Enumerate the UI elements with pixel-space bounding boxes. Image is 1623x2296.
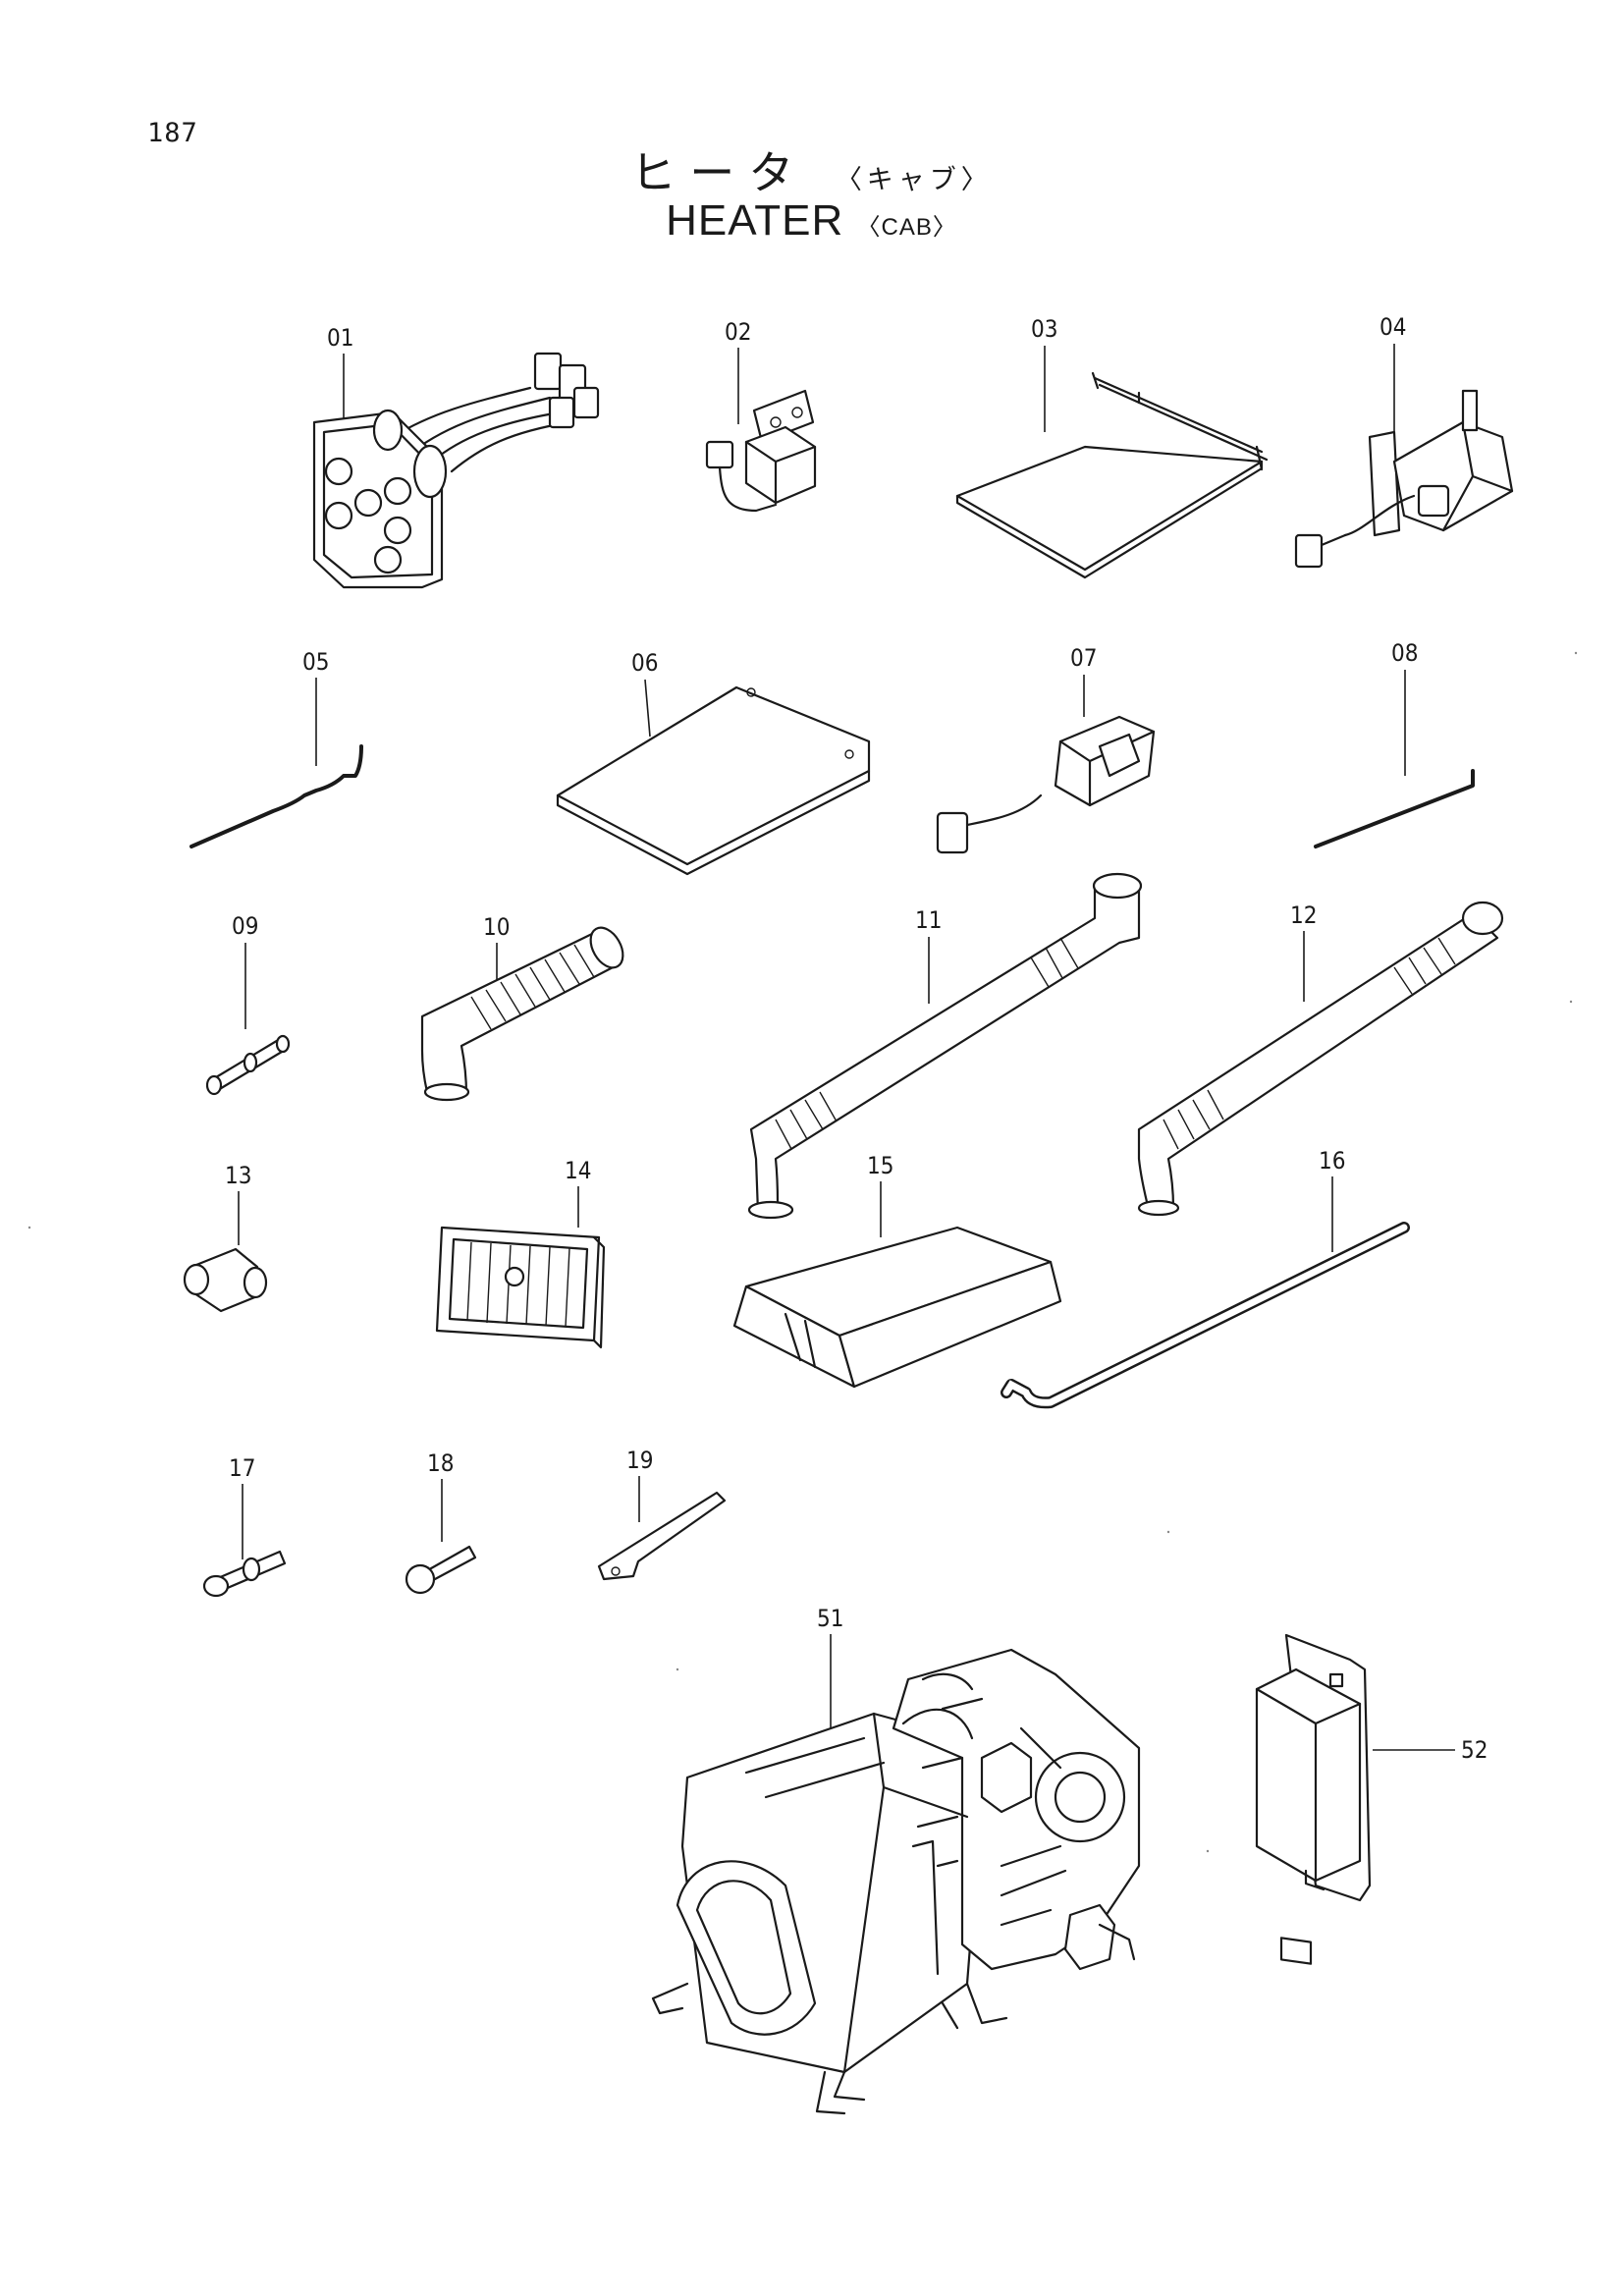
part-09-fitting <box>205 1034 291 1096</box>
callout-19: 19 <box>626 1447 653 1474</box>
scan-artifacts <box>27 651 1578 1853</box>
callout-15: 15 <box>867 1152 893 1179</box>
part-12-duct <box>1137 901 1504 1217</box>
part-07-sensor <box>936 715 1156 854</box>
part-03-filter-panel <box>955 371 1269 579</box>
part-52-control-box <box>1255 1633 1372 1965</box>
part-02-relay <box>705 389 817 513</box>
part-08-rod <box>1314 769 1475 848</box>
callout-04: 04 <box>1380 313 1406 341</box>
callout-08: 08 <box>1391 639 1418 667</box>
callout-11: 11 <box>915 906 942 934</box>
callout-18: 18 <box>427 1449 454 1477</box>
part-05-bent-rod <box>189 744 363 848</box>
title-english: HEATER 〈CAB〉 <box>0 196 1623 246</box>
part-06-filter-plate <box>556 685 871 876</box>
part-10-duct <box>420 926 624 1102</box>
part-16-pipe-inner <box>1002 1224 1408 1406</box>
title-english-main: HEATER <box>666 196 844 245</box>
callout-12: 12 <box>1290 902 1317 929</box>
callout-05: 05 <box>302 648 329 676</box>
part-19-bracket <box>597 1491 727 1581</box>
callout-14: 14 <box>565 1157 591 1184</box>
title-japanese-main: ヒータ <box>630 146 808 199</box>
callout-16: 16 <box>1319 1147 1345 1175</box>
callout-09: 09 <box>232 912 258 940</box>
title-japanese: ヒータ 〈キャブ〉 <box>0 137 1623 202</box>
part-13-elbow <box>183 1247 268 1313</box>
callout-17: 17 <box>229 1454 255 1482</box>
callout-52: 52 <box>1461 1736 1488 1764</box>
part-51-heater-unit <box>651 1648 1141 2115</box>
part-17-fitting <box>202 1550 287 1598</box>
title-english-sub: 〈CAB〉 <box>856 214 957 241</box>
part-14-louver <box>435 1226 606 1349</box>
part-11-duct <box>747 872 1143 1220</box>
part-01-switch-panel <box>312 352 600 589</box>
callout-51: 51 <box>817 1605 843 1632</box>
callout-02: 02 <box>725 318 751 346</box>
callout-01: 01 <box>327 324 353 352</box>
callout-06: 06 <box>631 649 658 677</box>
page-number: 187 <box>147 118 198 148</box>
callout-07: 07 <box>1070 644 1097 672</box>
callout-10: 10 <box>483 913 510 941</box>
callout-03: 03 <box>1031 315 1057 343</box>
title-japanese-sub: 〈キャブ〉 <box>835 165 993 195</box>
part-18-bolt <box>405 1545 477 1595</box>
leader-lines <box>238 344 1455 1751</box>
callout-13: 13 <box>225 1162 251 1189</box>
part-04-motor-actuator <box>1294 389 1514 569</box>
part-15-filter-box <box>732 1226 1062 1389</box>
